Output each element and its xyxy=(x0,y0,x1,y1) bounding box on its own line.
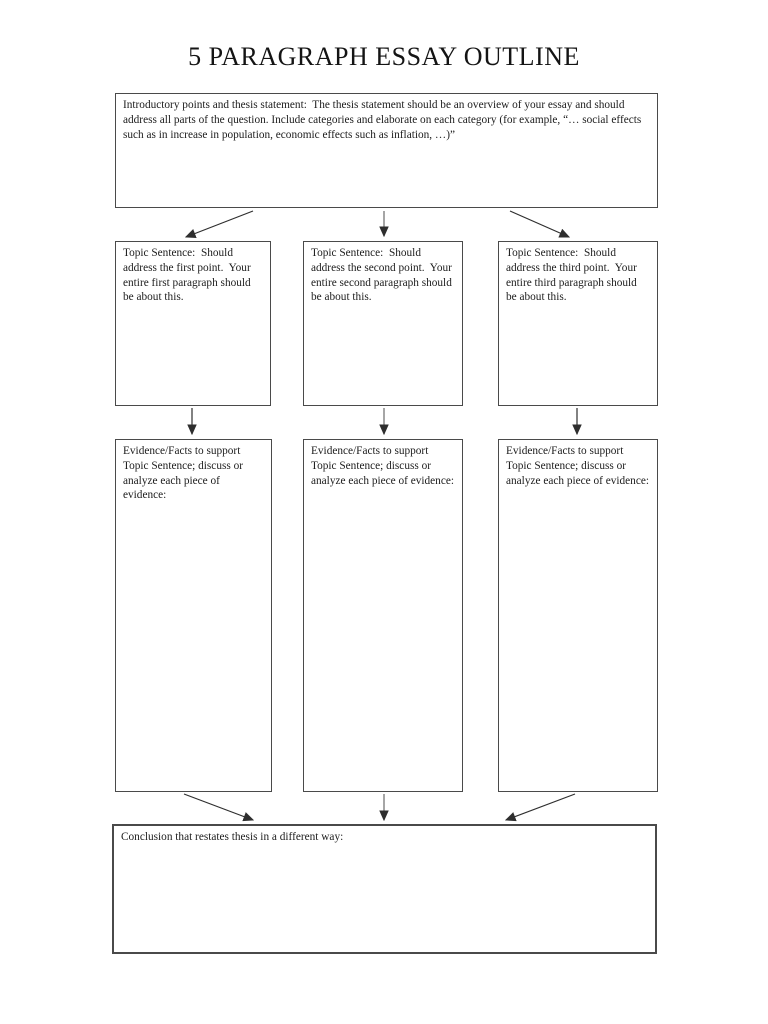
page-title: 5 PARAGRAPH ESSAY OUTLINE xyxy=(188,42,580,71)
topic-box-1: Topic Sentence: Should address the first… xyxy=(115,241,271,406)
arrow-intro-to-topic-1 xyxy=(184,210,254,239)
conclusion-box: Conclusion that restates thesis in a dif… xyxy=(112,824,657,954)
topic-box-2: Topic Sentence: Should address the secon… xyxy=(303,241,463,406)
arrow-intro-to-topic-3 xyxy=(509,210,571,238)
evidence-box-3: Evidence/Facts to support Topic Sentence… xyxy=(498,439,658,792)
evidence-box-2: Evidence/Facts to support Topic Sentence… xyxy=(303,439,463,792)
arrow-evidence-3-to-conclusion xyxy=(504,793,576,822)
evidence-box-1: Evidence/Facts to support Topic Sentence… xyxy=(115,439,272,792)
arrow-evidence-1-to-conclusion xyxy=(183,793,255,822)
topic-box-3: Topic Sentence: Should address the third… xyxy=(498,241,658,406)
intro-box: Introductory points and thesis statement… xyxy=(115,93,658,208)
